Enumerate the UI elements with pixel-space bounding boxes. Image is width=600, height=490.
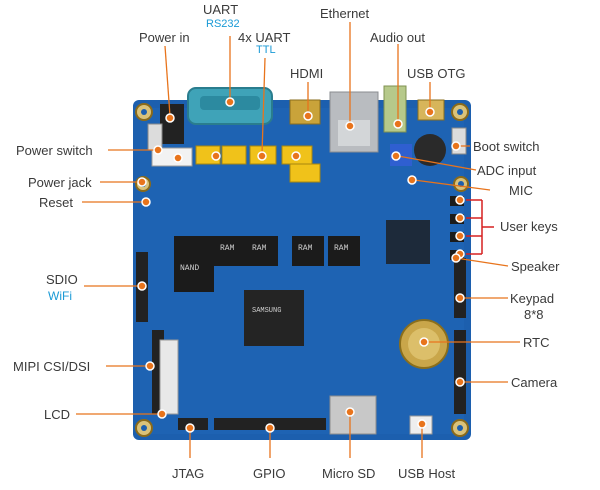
callout-line-adc [397, 155, 477, 171]
ttl-uart-headers [195, 145, 321, 183]
ram-chip-1 [214, 236, 246, 266]
callout-dot-power-in [165, 113, 175, 123]
label-user-keys: User keys [500, 219, 558, 234]
ram-chip-4 [328, 236, 360, 266]
callout-dot-mipi [145, 361, 155, 371]
label-camera: Camera [511, 375, 558, 390]
label-gpio: GPIO [253, 466, 286, 481]
callout-dot-uart [225, 97, 235, 107]
ram-chip-2 [246, 236, 278, 266]
label-reset: Reset [39, 195, 73, 210]
label-micro-sd: Micro SD [322, 466, 376, 481]
label-mic: MIC [509, 183, 533, 198]
callout-dot-micro-sd [345, 407, 355, 417]
callout-line-speaker [455, 257, 509, 267]
callout-dot-ethernet [345, 121, 355, 131]
label-mipi: MIPI CSI/DSI [13, 359, 91, 374]
nand-chip [174, 236, 214, 292]
chip-label-ram-4: RAM [334, 244, 349, 253]
callout-dot-gpio [265, 423, 275, 433]
micro-sd-slot [329, 395, 377, 435]
label-rtc: RTC [523, 335, 550, 350]
label-power-jack: Power jack [28, 175, 92, 190]
label-adc-input: ADC input [477, 163, 537, 178]
label-lcd: LCD [44, 407, 71, 422]
user-keys-bracket [466, 199, 494, 255]
callout-dot-adc [391, 151, 401, 161]
buzzer [414, 134, 446, 166]
callout-dot-audio [393, 119, 403, 129]
lcd-connector [159, 339, 179, 415]
chip-label-ram-1: RAM [220, 244, 235, 253]
chip-label-ram-2: RAM [252, 244, 267, 253]
callout-dot-reset [141, 197, 151, 207]
callout-line-4x-uart [261, 57, 266, 155]
callout-dot-4x-uart-4 [291, 151, 301, 161]
callout-dot-key-3 [455, 231, 465, 241]
soc-chip [244, 290, 304, 346]
label-hdmi: HDMI [290, 66, 324, 81]
label-uart: UART [203, 2, 239, 17]
label-usb-otg: USB OTG [407, 66, 466, 81]
ram-chip-3 [292, 236, 324, 266]
label-power-in: Power in [139, 30, 190, 45]
label-usb-host: USB Host [398, 466, 456, 481]
label-keypad: Keypad [510, 291, 555, 306]
label-audio-out: Audio out [370, 30, 425, 45]
callout-dot-4x-uart-1 [173, 153, 183, 163]
chip-label-nand: NAND [180, 264, 199, 273]
chip-label-soc: SAMSUNG [252, 307, 281, 315]
pcb-inner-shade [140, 108, 464, 434]
power-in-jack [160, 104, 184, 144]
callout-dot-key-1 [455, 195, 465, 205]
callout-dot-jtag [185, 423, 195, 433]
callout-dot-4x-uart-2 [211, 151, 221, 161]
callout-dot-usb-otg [425, 107, 435, 117]
callout-dot-power-jack [137, 177, 147, 187]
label-4x-uart: 4x UART [238, 30, 291, 45]
label-jtag: JTAG [172, 466, 205, 481]
camera-header [454, 330, 466, 414]
callout-dot-4x-uart-3 [257, 151, 267, 161]
callout-dot-lcd [157, 409, 167, 419]
label-speaker: Speaker [511, 259, 560, 274]
callout-dot-mic [407, 175, 417, 185]
callout-dot-keypad [455, 293, 465, 303]
callout-dot-key-2 [455, 213, 465, 223]
callout-dot-usb-host [417, 419, 427, 429]
chip-label-ram-3: RAM [298, 244, 313, 253]
label-power-switch: Power switch [16, 143, 93, 158]
keypad-header [454, 258, 466, 318]
hdmi-connector [289, 99, 321, 125]
callout-dot-hdmi [303, 111, 313, 121]
callout-line-mic [413, 179, 491, 191]
callout-dot-speaker [451, 253, 461, 263]
label-keypad-sub: 8*8 [524, 307, 544, 322]
callout-dot-sdio [137, 281, 147, 291]
label-uart-sub: RS232 [206, 18, 240, 30]
label-ethernet: Ethernet [320, 6, 370, 21]
label-boot-switch: Boot switch [473, 139, 540, 154]
callout-dot-boot-switch [451, 141, 461, 151]
label-sdio-sub: WiFi [48, 289, 72, 303]
label-4x-uart-sub: TTL [256, 44, 276, 56]
callout-line-power-in [164, 45, 171, 117]
label-sdio: SDIO [46, 272, 78, 287]
callout-dot-camera [455, 377, 465, 387]
callout-dot-rtc [419, 337, 429, 347]
callout-dot-power-switch [153, 145, 163, 155]
